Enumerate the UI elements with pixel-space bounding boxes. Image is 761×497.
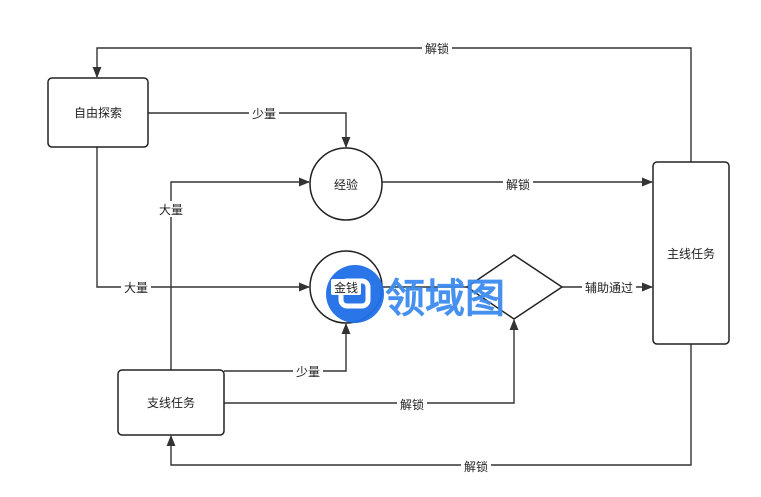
node-decision-diamond[interactable]: [465, 254, 564, 320]
node-main-quest[interactable]: 主线任务: [652, 161, 730, 345]
edge-main-to-side: [166, 344, 692, 466]
node-money[interactable]: 金钱: [331, 279, 361, 295]
svg-text:解锁: 解锁: [506, 177, 530, 192]
edge-label: 解锁: [503, 176, 533, 192]
edge-free-to-money: [96, 147, 311, 292]
edge-free-to-exp: [148, 112, 351, 149]
svg-text:支线任务: 支线任务: [147, 395, 195, 410]
node-free-explore[interactable]: 自由探索: [47, 77, 149, 148]
edge-main-to-free: [92, 47, 692, 162]
svg-text:自由探索: 自由探索: [74, 106, 122, 120]
watermark-logo: 领域图: [326, 265, 505, 323]
svg-text:大量: 大量: [159, 203, 183, 217]
svg-text:解锁: 解锁: [464, 459, 488, 474]
svg-text:经验: 经验: [334, 177, 358, 192]
svg-text:解锁: 解锁: [425, 41, 449, 56]
svg-text:主线任务: 主线任务: [667, 246, 715, 261]
edge-label: 少量: [249, 105, 279, 121]
edge-side-to-diamond: [224, 318, 519, 404]
node-side-quest[interactable]: 支线任务: [117, 369, 225, 436]
edge-label: 辅助通过: [582, 279, 636, 295]
svg-text:解锁: 解锁: [400, 397, 424, 412]
svg-text:少量: 少量: [296, 365, 320, 379]
edge-label: 少量: [293, 363, 323, 379]
edge-label: 解锁: [422, 40, 452, 56]
edge-label: 解锁: [461, 458, 491, 474]
edge-label: 大量: [121, 279, 151, 295]
edge-side-to-exp: [170, 177, 311, 370]
svg-text:金钱: 金钱: [334, 280, 358, 295]
svg-text:辅助通过: 辅助通过: [585, 281, 633, 295]
svg-text:少量: 少量: [252, 107, 276, 121]
edge-label: 大量: [156, 201, 186, 217]
svg-text:领域图: 领域图: [385, 276, 505, 322]
edge-label: 解锁: [397, 396, 427, 412]
edge-side-to-money: [224, 322, 351, 372]
svg-text:大量: 大量: [124, 281, 148, 295]
node-experience[interactable]: 经验: [309, 147, 383, 221]
